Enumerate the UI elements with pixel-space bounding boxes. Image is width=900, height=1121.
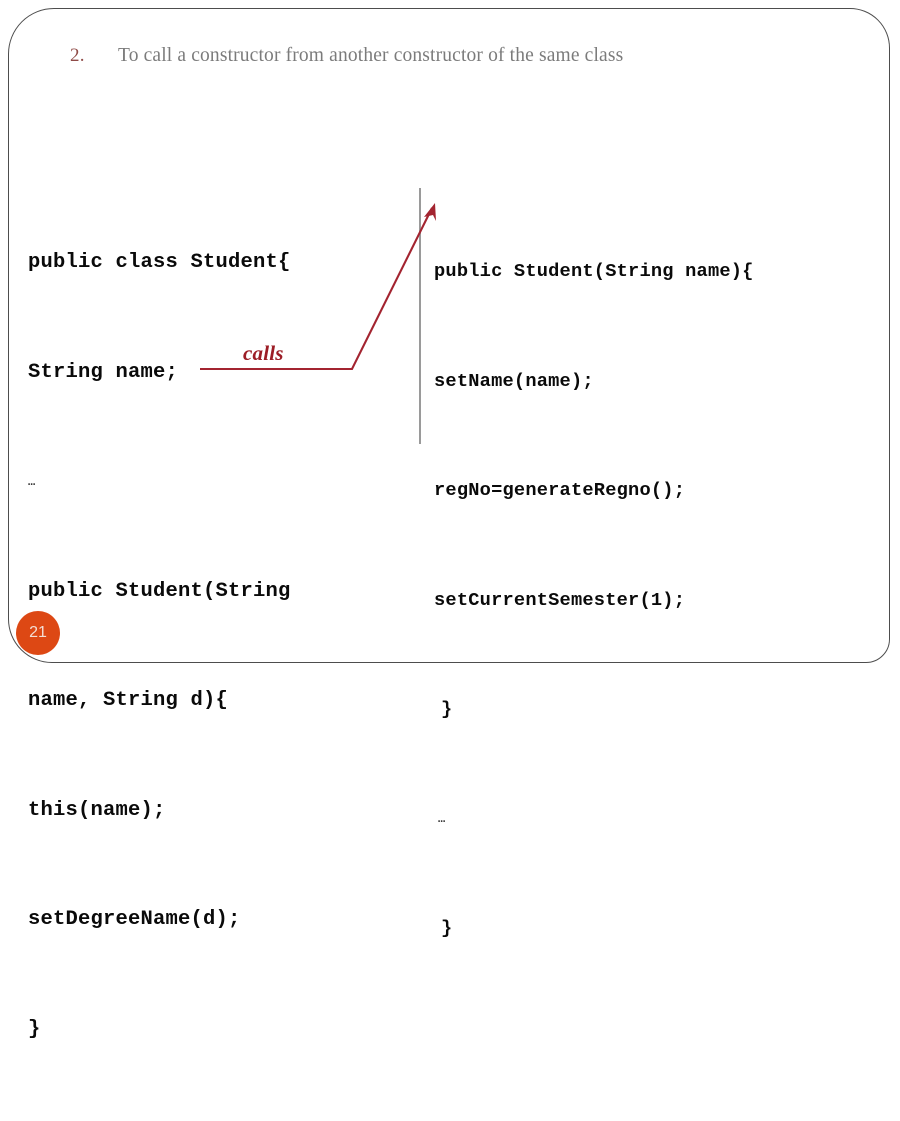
column-divider [419, 188, 421, 444]
code-line: regNo=generateRegno(); [434, 479, 686, 501]
code-line: setName(name); [434, 369, 594, 392]
title-number: 2. [70, 45, 85, 66]
code-line: public class Student{ [28, 251, 291, 274]
code-line: } [441, 917, 453, 939]
code-line: String name; [28, 360, 179, 384]
code-line: } [441, 698, 453, 720]
code-line: public Student(String [28, 579, 291, 603]
title-text: To call a constructor from another const… [118, 45, 624, 66]
code-block-right: public Student(String name){ setName(nam… [434, 180, 874, 1020]
code-line: name, String d){ [28, 689, 229, 712]
code-line: public Student(String name){ [434, 260, 754, 282]
slide-canvas: 2. To call a constructor from another co… [8, 8, 890, 1041]
page-number-badge: 21 [16, 611, 60, 655]
code-line: } [28, 1017, 41, 1041]
code-line: setCurrentSemester(1); [434, 588, 686, 611]
slide-title: 2. To call a constructor from another co… [70, 45, 860, 79]
code-line: setDegreeName(d); [28, 908, 241, 931]
calls-annotation-label: calls [243, 341, 284, 365]
code-line: this(name); [28, 798, 166, 822]
code-block-left: public class Student{ String name; … pub… [28, 172, 403, 1121]
code-line-ellipsis: … [438, 811, 446, 826]
code-line-ellipsis: … [28, 475, 36, 489]
